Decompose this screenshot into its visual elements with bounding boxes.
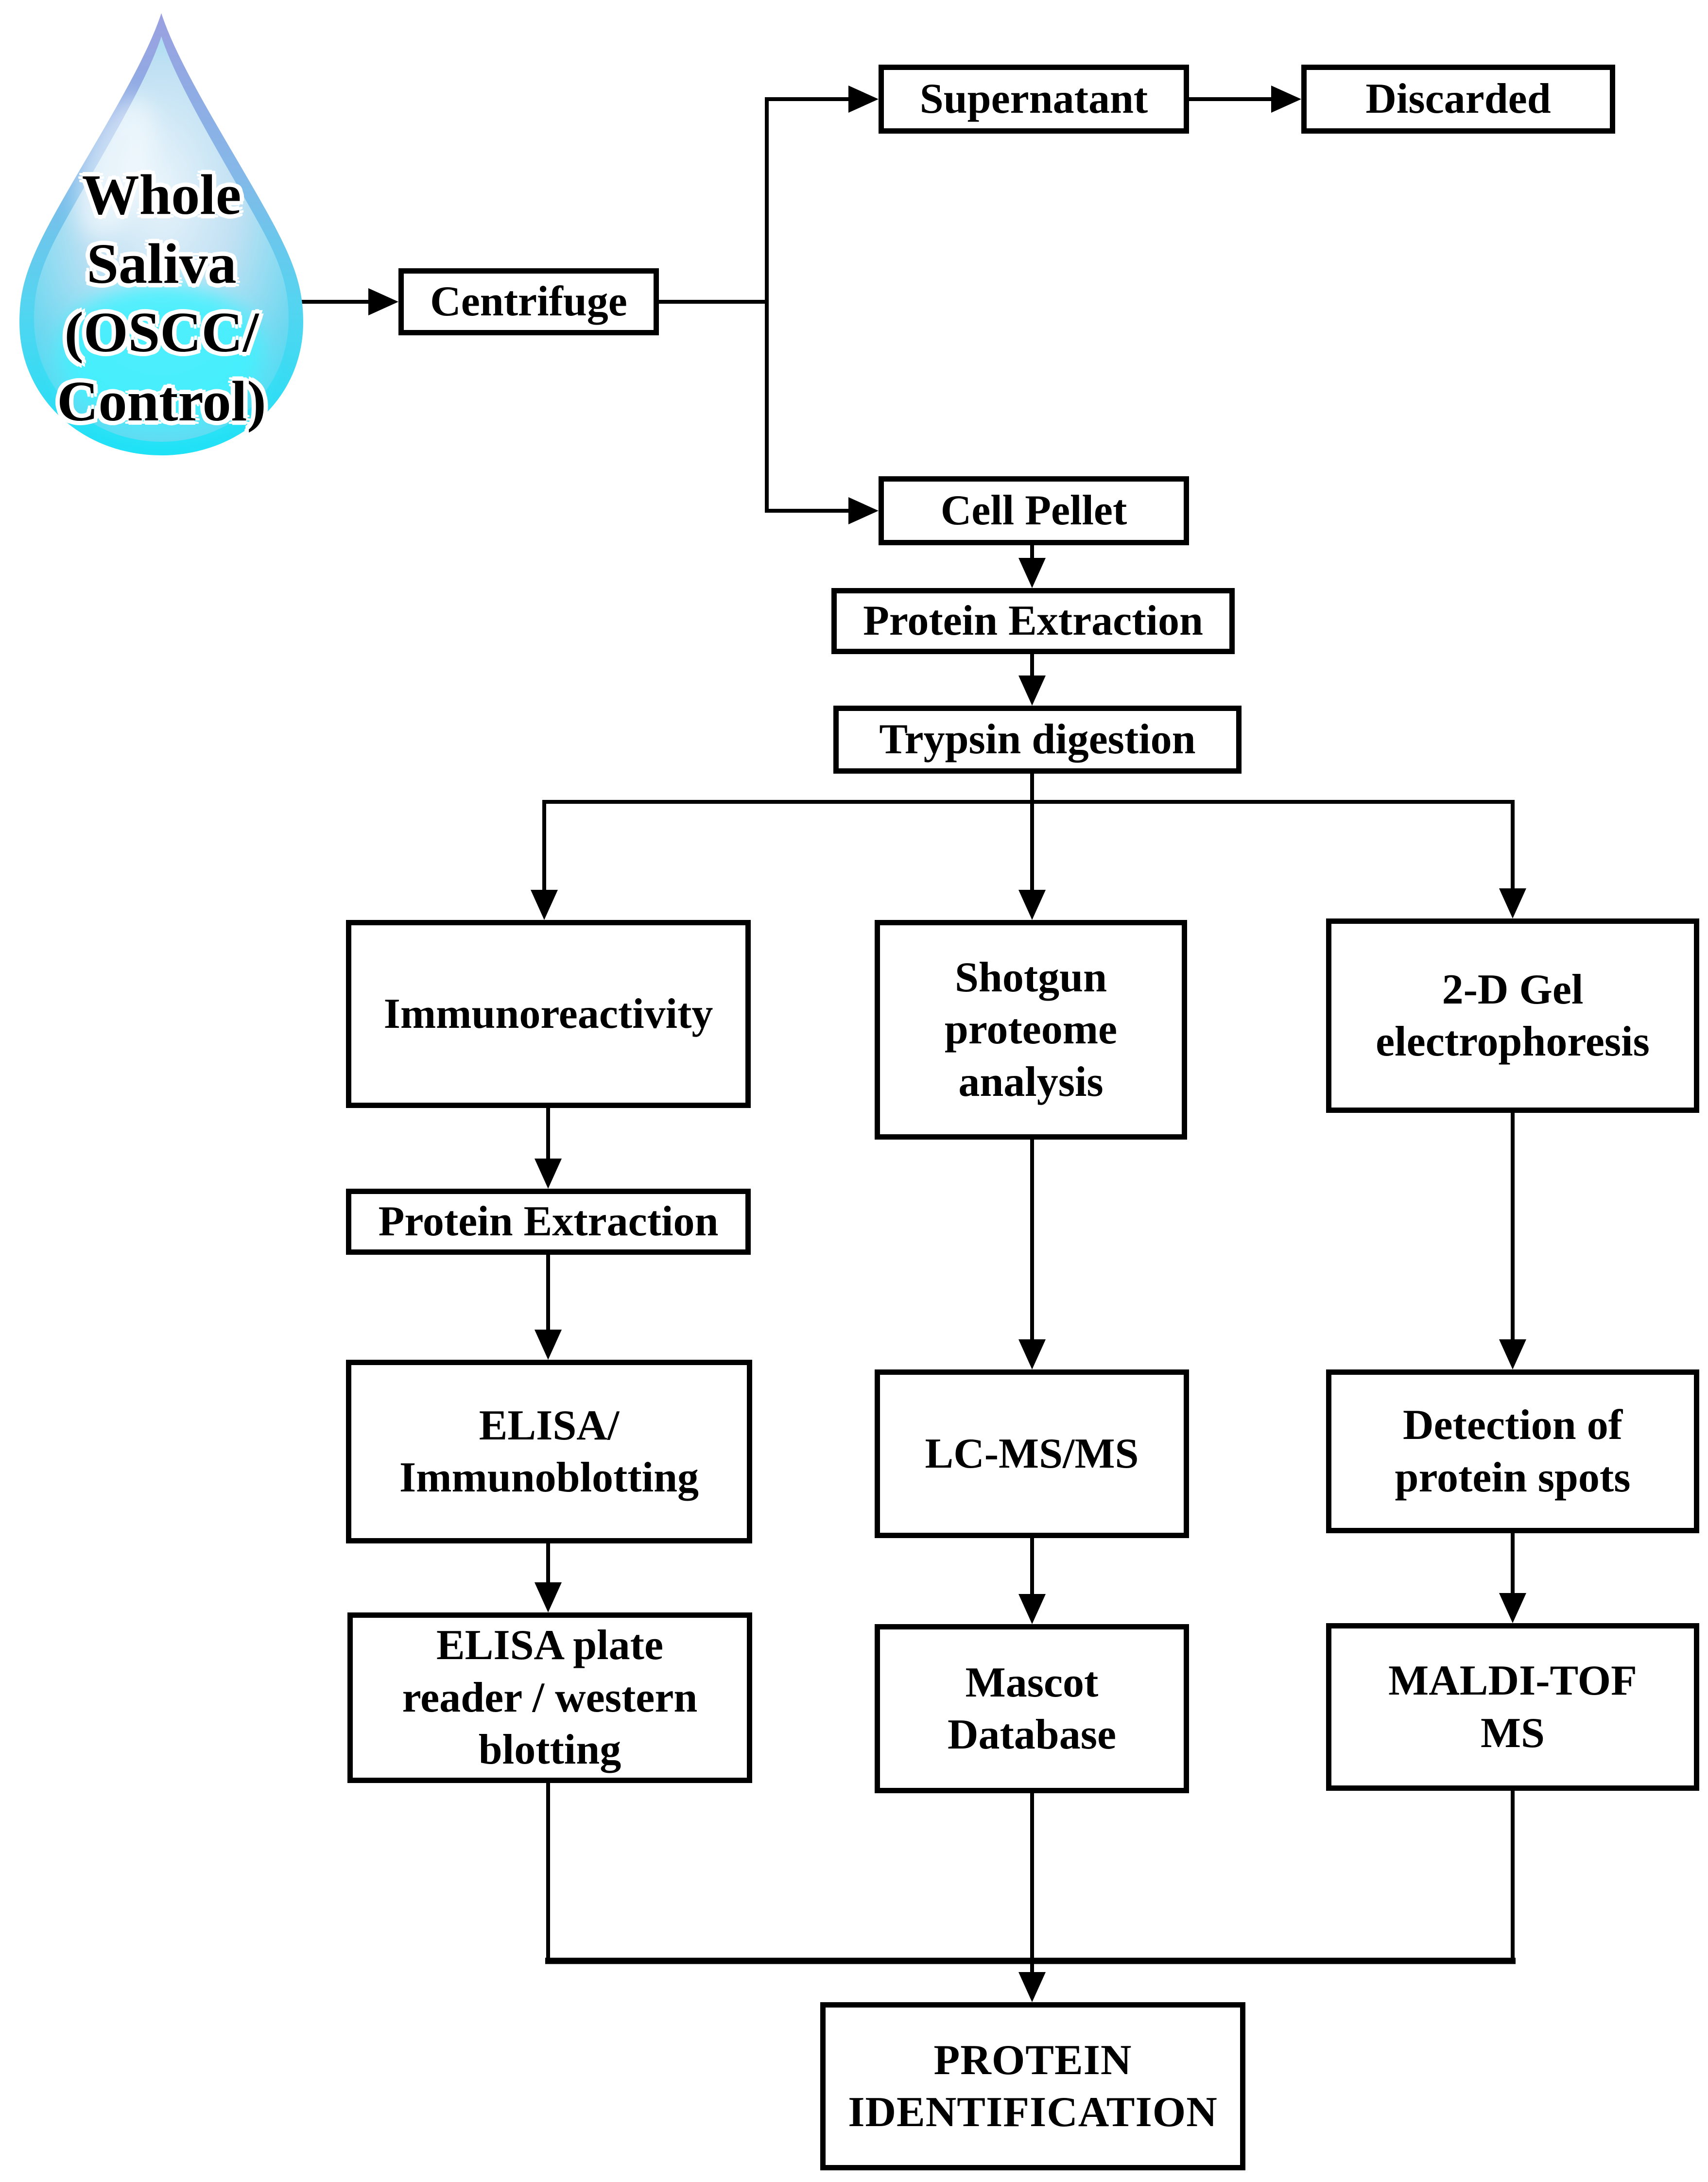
node-cell-pellet: Cell Pellet [879,476,1189,545]
drop-highlight [77,97,156,238]
whole-saliva-label: Whole Saliva (OSCC/ Control) [57,163,266,433]
node-lc-ms-ms-label: LC-MS/MS [925,1430,1139,1477]
node-protein-identification-label: PROTEIN IDENTIFICATION [848,2036,1218,2136]
node-immunoreactivity-label: Immunoreactivity [383,990,713,1038]
node-elisa-plate-reader-label: ELISA plate reader / western blotting [402,1622,698,1774]
node-supernatant-label: Supernatant [919,75,1148,123]
node-protein-extraction-top: Protein Extraction [831,588,1235,654]
node-protein-identification: PROTEIN IDENTIFICATION [820,2002,1245,2170]
node-shotgun-proteome-label: Shotgun proteome analysis [944,953,1118,1106]
water-drop-svg [19,13,303,455]
node-elisa-immunoblotting: ELISA/ Immunoblotting [346,1360,752,1543]
node-immunoreactivity: Immunoreactivity [346,920,751,1108]
node-discarded: Discarded [1301,65,1615,134]
node-centrifuge: Centrifuge [398,268,659,335]
node-lc-ms-ms: LC-MS/MS [875,1369,1189,1538]
node-centrifuge-label: Centrifuge [430,278,627,326]
node-protein-extraction-top-label: Protein Extraction [863,597,1203,645]
node-2d-gel-electrophoresis: 2-D Gel electrophoresis [1326,918,1699,1113]
node-2d-gel-electrophoresis-label: 2-D Gel electrophoresis [1376,966,1650,1065]
node-elisa-plate-reader: ELISA plate reader / western blotting [347,1612,752,1783]
node-detection-protein-spots-label: Detection of protein spots [1395,1402,1631,1501]
node-mascot-database-label: Mascot Database [947,1659,1117,1758]
node-shotgun-proteome: Shotgun proteome analysis [875,920,1187,1140]
node-maldi-tof-ms: MALDI-TOF MS [1326,1623,1699,1791]
node-supernatant: Supernatant [879,65,1189,134]
connector-lines [300,97,1516,1975]
node-elisa-immunoblotting-label: ELISA/ Immunoblotting [399,1402,699,1501]
node-detection-protein-spots: Detection of protein spots [1326,1369,1699,1533]
node-protein-extraction-left: Protein Extraction [346,1189,751,1255]
arrowheads [368,86,1526,2002]
node-cell-pellet-label: Cell Pellet [940,487,1127,535]
node-discarded-label: Discarded [1365,75,1551,123]
drop-cyan-glow [57,283,266,429]
node-mascot-database: Mascot Database [875,1624,1189,1793]
node-trypsin-digestion-label: Trypsin digestion [879,716,1196,763]
node-protein-extraction-left-label: Protein Extraction [378,1198,719,1246]
node-trypsin-digestion: Trypsin digestion [833,706,1242,774]
whole-saliva-drop-icon [10,7,313,462]
node-maldi-tof-ms-label: MALDI-TOF MS [1388,1657,1637,1757]
